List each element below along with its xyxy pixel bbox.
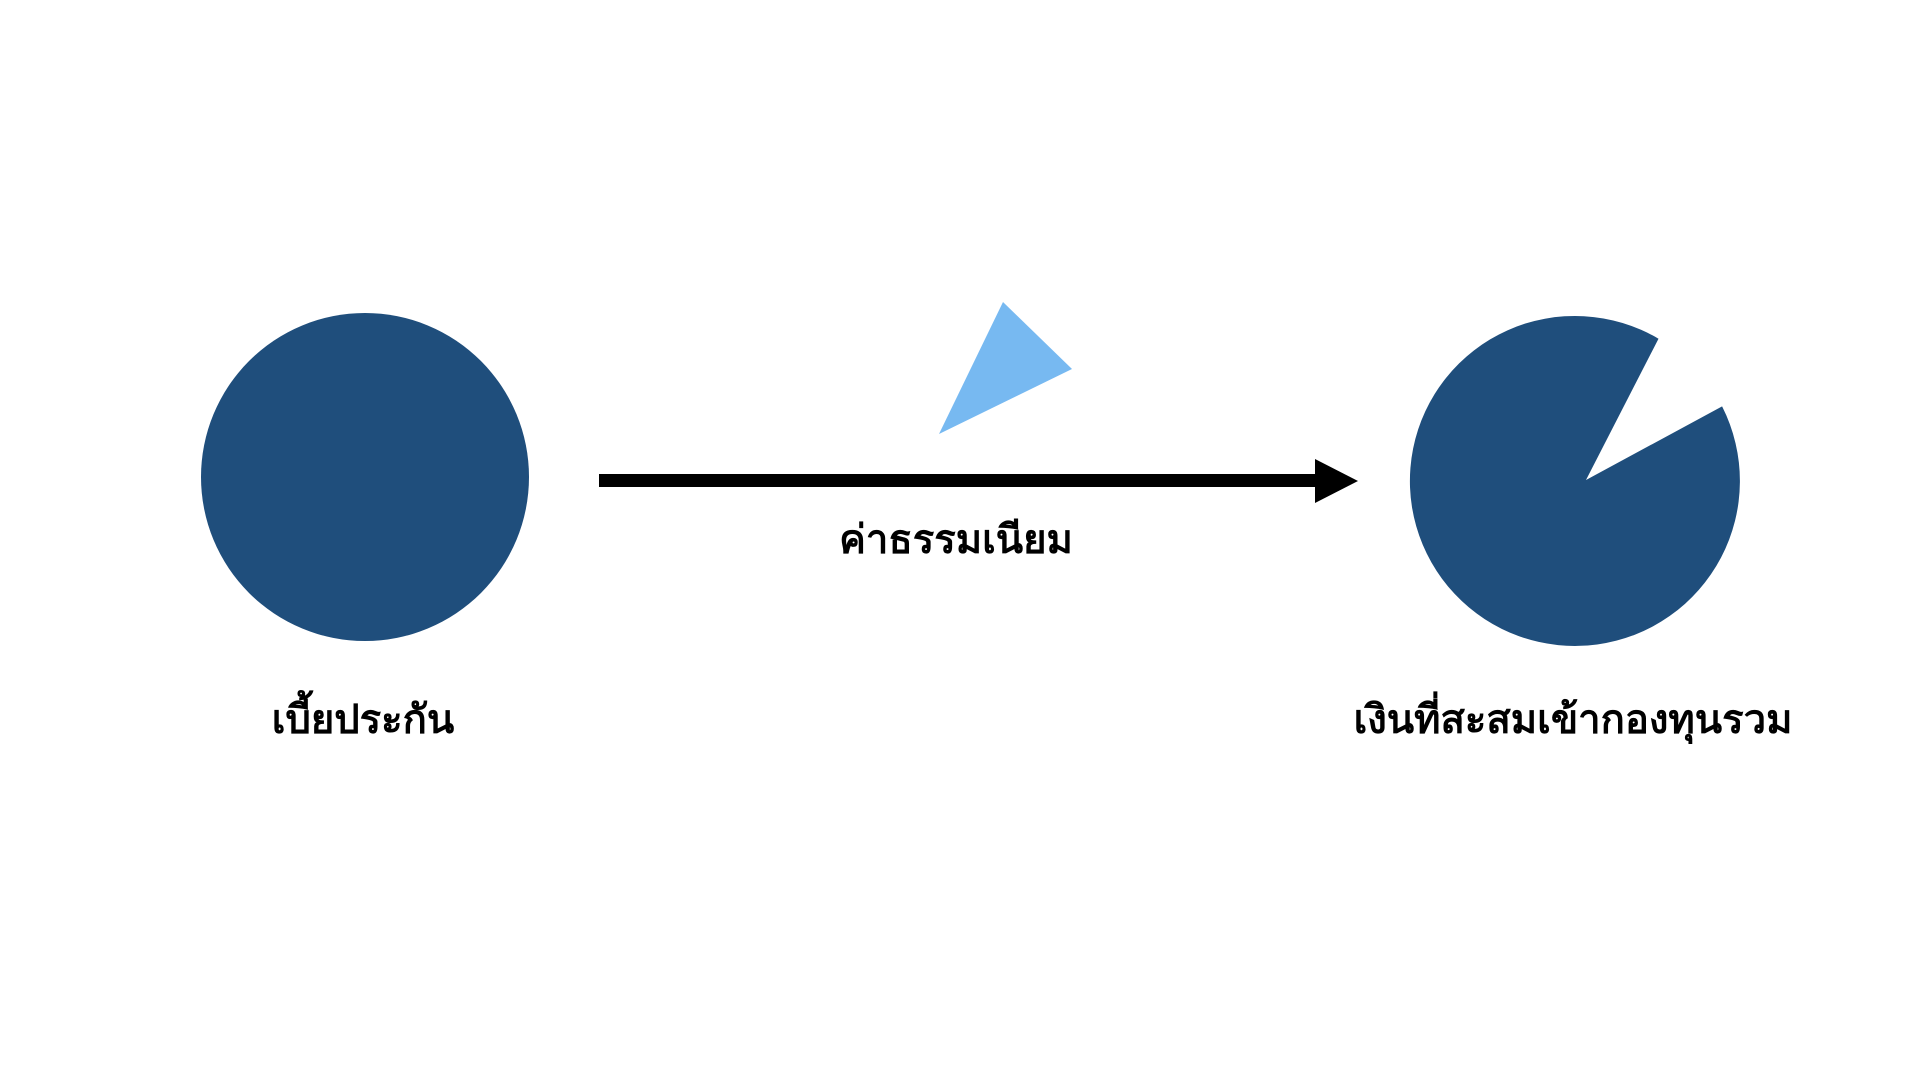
- fee-arrow-shaft: [599, 474, 1315, 487]
- fund-pie-notched-circle-icon: [1409, 315, 1740, 646]
- fee-arrow-label: ค่าธรรมเนียม: [839, 518, 1073, 562]
- fund-node-label: เงินที่สะสมเข้ากองทุนรวม: [1353, 698, 1793, 742]
- fee-arrow-head: [1315, 459, 1358, 503]
- fee-slice-wedge-icon: [939, 302, 1072, 434]
- premium-node-label: เบี้ยประกัน: [271, 698, 455, 742]
- premium-pie-circle-icon: [201, 313, 529, 641]
